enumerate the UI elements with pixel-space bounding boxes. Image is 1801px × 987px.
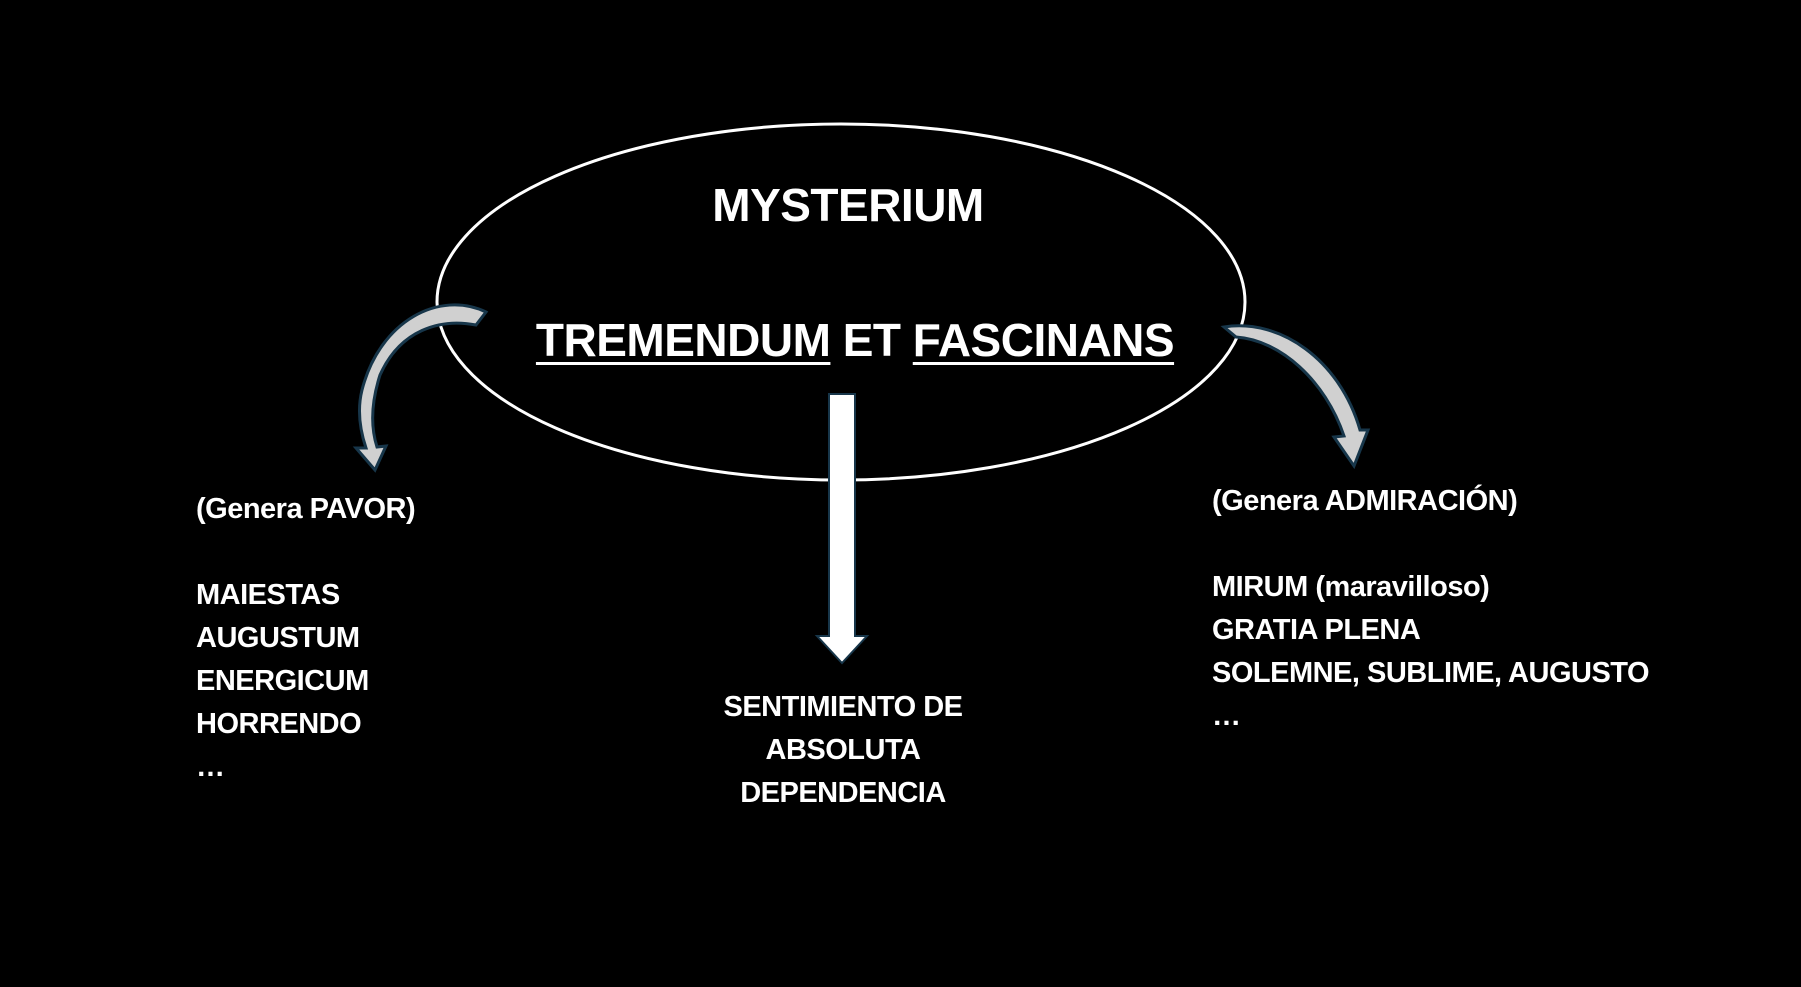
right-curved-arrow xyxy=(1220,324,1371,470)
subtitle-fascinans: FASCINANS xyxy=(912,314,1175,366)
subtitle-tremendum: TREMENDUM xyxy=(535,314,831,366)
center-branch-text: SENTIMIENTO DE ABSOLUTA DEPENDENCIA xyxy=(723,686,964,815)
center-line: SENTIMIENTO DE xyxy=(723,691,964,723)
right-item: GRATIA PLENA xyxy=(1212,614,1421,646)
center-line: DEPENDENCIA xyxy=(740,777,946,809)
ellipse-subtitle: TREMENDUM ET FASCINANS xyxy=(535,313,1175,367)
left-heading: (Genera PAVOR) xyxy=(196,493,416,525)
left-item: AUGUSTUM xyxy=(196,622,360,654)
right-heading: (Genera ADMIRACIÓN) xyxy=(1212,485,1518,517)
left-item: MAIESTAS xyxy=(196,579,340,611)
right-item: SOLEMNE, SUBLIME, AUGUSTO xyxy=(1212,657,1650,689)
right-branch-text: (Genera ADMIRACIÓN) MIRUM (maravilloso) … xyxy=(1212,480,1650,738)
left-item: … xyxy=(196,751,225,783)
right-item: … xyxy=(1212,700,1241,732)
ellipse-title: MYSTERIUM xyxy=(712,179,984,231)
center-line: ABSOLUTA xyxy=(765,734,921,766)
left-curved-arrow xyxy=(352,303,489,473)
left-item: ENERGICUM xyxy=(196,665,369,697)
subtitle-connector: ET xyxy=(842,314,901,366)
down-arrow xyxy=(814,393,870,665)
right-item: MIRUM (maravilloso) xyxy=(1212,571,1490,603)
left-branch-text: (Genera PAVOR) MAIESTAS AUGUSTUM ENERGIC… xyxy=(196,488,416,789)
left-item: HORRENDO xyxy=(196,708,362,740)
